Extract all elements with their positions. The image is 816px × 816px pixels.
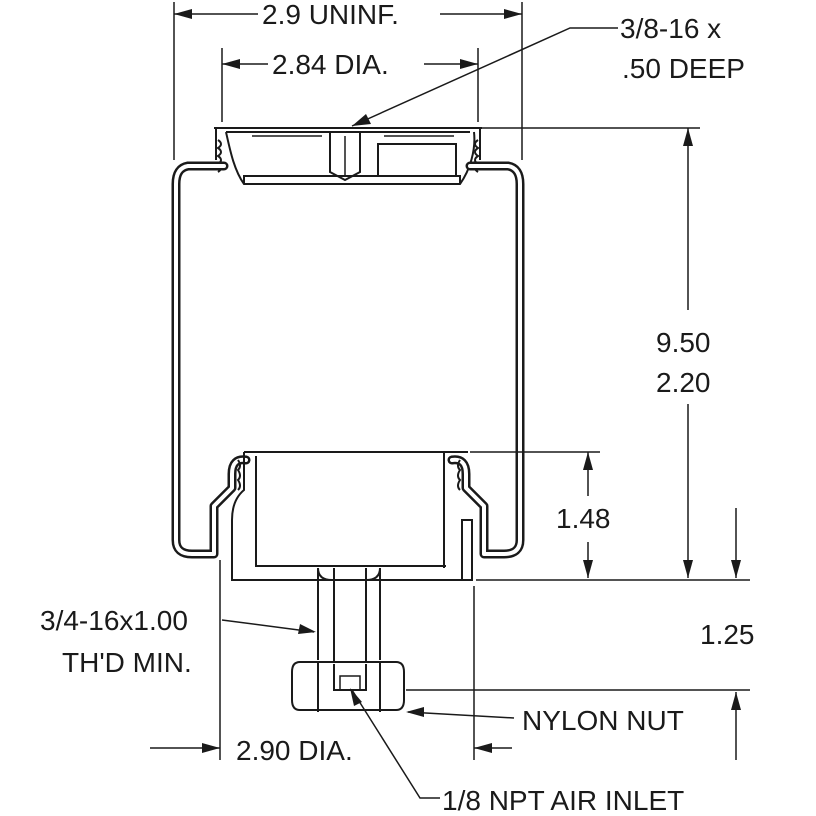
height-min-label: 2.20 [656,367,711,398]
top-thread-label-1: 3/8-16 x [620,13,721,44]
top-bead-plate [214,127,482,185]
rubber-bellows [171,161,525,559]
nylon-nut-label: NYLON NUT [522,705,684,736]
stud-thread-label-2: TH'D MIN. [62,647,192,678]
stud-length-label: 1.25 [700,619,755,650]
piston-dia-label: 2.90 DIA. [236,735,353,766]
height-max-label: 9.50 [656,327,711,358]
nylon-nut-shape [291,661,405,712]
uninflated-width-label: 2.9 UNINF. [262,0,399,30]
top-thread-label-2: .50 DEEP [622,53,745,84]
dimension-labels: 2.9 UNINF. 2.84 DIA. 3/8-16 x .50 DEEP 9… [40,0,755,816]
mounting-stud [317,567,381,662]
piston-height-label: 1.48 [556,503,611,534]
top-plate-dia-label: 2.84 DIA. [272,49,389,80]
stud-thread-label-1: 3/4-16x1.00 [40,605,188,636]
piston [231,451,473,581]
dimension-lines [150,2,750,799]
air-inlet-label: 1/8 NPT AIR INLET [442,785,684,816]
